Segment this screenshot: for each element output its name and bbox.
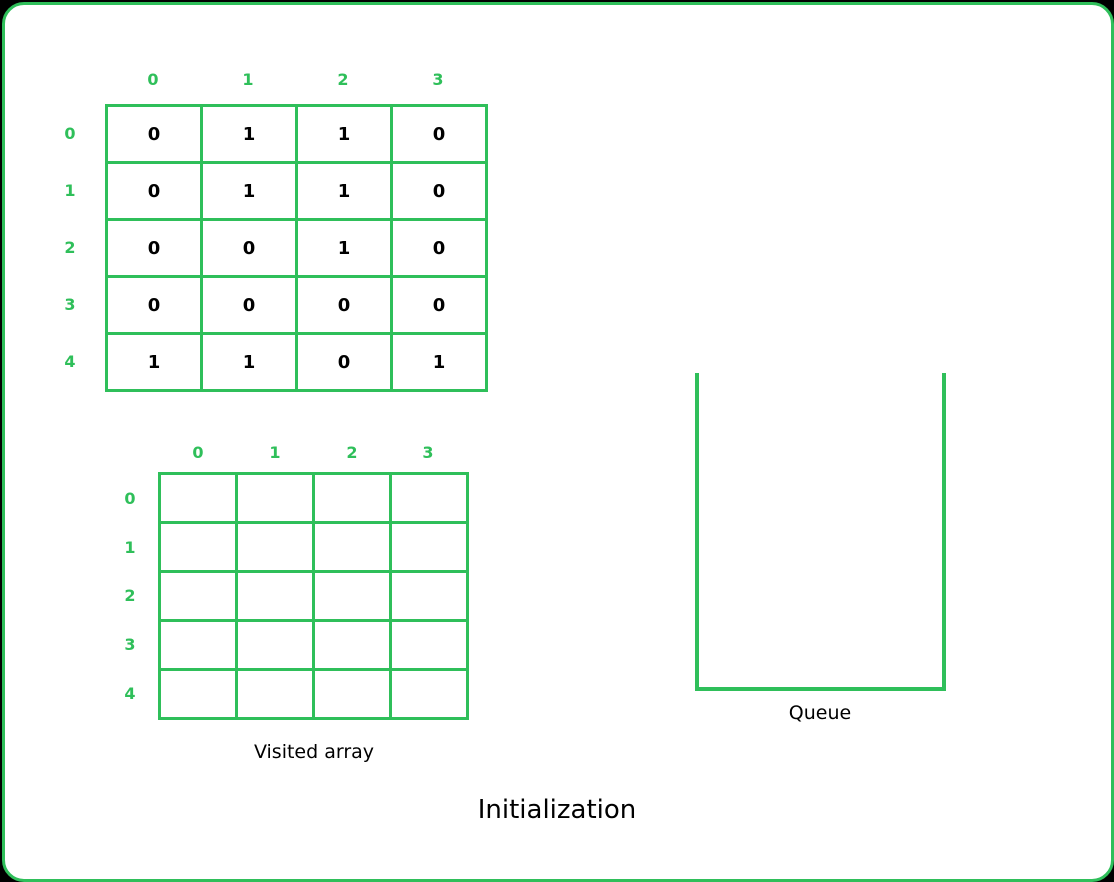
grid-cell: 0 bbox=[105, 218, 203, 278]
visited-row-header: 1 bbox=[124, 538, 136, 557]
grid-cell: 1 bbox=[200, 161, 298, 221]
visited-row bbox=[158, 472, 469, 524]
visited-row-header: 3 bbox=[124, 635, 136, 654]
grid-row-header: 2 bbox=[64, 238, 76, 257]
visited-row-header: 0 bbox=[124, 489, 136, 508]
grid-row-header: 0 bbox=[64, 124, 76, 143]
visited-cell bbox=[312, 521, 392, 573]
visited-cell bbox=[158, 570, 238, 622]
visited-row bbox=[158, 668, 469, 720]
visited-cell bbox=[235, 570, 315, 622]
visited-cell bbox=[389, 668, 469, 720]
visited-cell bbox=[312, 668, 392, 720]
visited-array bbox=[158, 472, 469, 720]
grid-col-header: 3 bbox=[432, 70, 444, 89]
visited-col-header: 1 bbox=[269, 443, 281, 462]
grid-cell: 1 bbox=[200, 104, 298, 164]
diagram-title: Initialization bbox=[477, 795, 637, 825]
grid-cell: 0 bbox=[390, 104, 488, 164]
visited-cell bbox=[158, 619, 238, 671]
visited-array-label: Visited array bbox=[253, 741, 375, 763]
grid-col-header: 0 bbox=[147, 70, 159, 89]
queue-label: Queue bbox=[788, 702, 852, 724]
visited-cell bbox=[389, 570, 469, 622]
grid-col-header: 1 bbox=[242, 70, 254, 89]
grid-cell: 0 bbox=[105, 275, 203, 335]
visited-col-header: 0 bbox=[192, 443, 204, 462]
visited-cell bbox=[235, 619, 315, 671]
grid-cell: 1 bbox=[295, 218, 393, 278]
grid-matrix: 0 1 1 0 0 1 1 0 0 0 1 0 0 0 0 0 1 1 0 1 bbox=[105, 104, 488, 392]
grid-row: 0 1 1 0 bbox=[105, 161, 488, 221]
grid-cell: 1 bbox=[295, 161, 393, 221]
grid-cell: 0 bbox=[200, 218, 298, 278]
visited-cell bbox=[389, 521, 469, 573]
visited-cell bbox=[312, 570, 392, 622]
grid-cell: 0 bbox=[390, 218, 488, 278]
visited-row-header: 4 bbox=[124, 684, 136, 703]
grid-row: 1 1 0 1 bbox=[105, 332, 488, 392]
grid-row: 0 0 1 0 bbox=[105, 218, 488, 278]
grid-cell: 0 bbox=[105, 161, 203, 221]
visited-cell bbox=[158, 472, 238, 524]
visited-cell bbox=[158, 668, 238, 720]
visited-cell bbox=[235, 521, 315, 573]
visited-cell bbox=[235, 668, 315, 720]
grid-cell: 0 bbox=[200, 275, 298, 335]
grid-cell: 1 bbox=[295, 104, 393, 164]
grid-row-header: 3 bbox=[64, 295, 76, 314]
visited-cell bbox=[312, 619, 392, 671]
grid-col-header: 2 bbox=[337, 70, 349, 89]
grid-cell: 1 bbox=[390, 332, 488, 392]
visited-row-header: 2 bbox=[124, 586, 136, 605]
visited-row bbox=[158, 619, 469, 671]
visited-row bbox=[158, 570, 469, 622]
visited-cell bbox=[389, 472, 469, 524]
visited-cell bbox=[389, 619, 469, 671]
visited-col-header: 2 bbox=[346, 443, 358, 462]
grid-cell: 1 bbox=[200, 332, 298, 392]
grid-cell: 1 bbox=[105, 332, 203, 392]
grid-cell: 0 bbox=[390, 275, 488, 335]
grid-row: 0 0 0 0 bbox=[105, 275, 488, 335]
visited-cell bbox=[235, 472, 315, 524]
grid-cell: 0 bbox=[105, 104, 203, 164]
visited-cell bbox=[312, 472, 392, 524]
grid-cell: 0 bbox=[295, 275, 393, 335]
queue-container bbox=[695, 373, 946, 691]
visited-col-header: 3 bbox=[422, 443, 434, 462]
grid-cell: 0 bbox=[390, 161, 488, 221]
grid-row: 0 1 1 0 bbox=[105, 104, 488, 164]
grid-row-header: 1 bbox=[64, 181, 76, 200]
grid-cell: 0 bbox=[295, 332, 393, 392]
visited-row bbox=[158, 521, 469, 573]
grid-row-header: 4 bbox=[64, 352, 76, 371]
visited-cell bbox=[158, 521, 238, 573]
